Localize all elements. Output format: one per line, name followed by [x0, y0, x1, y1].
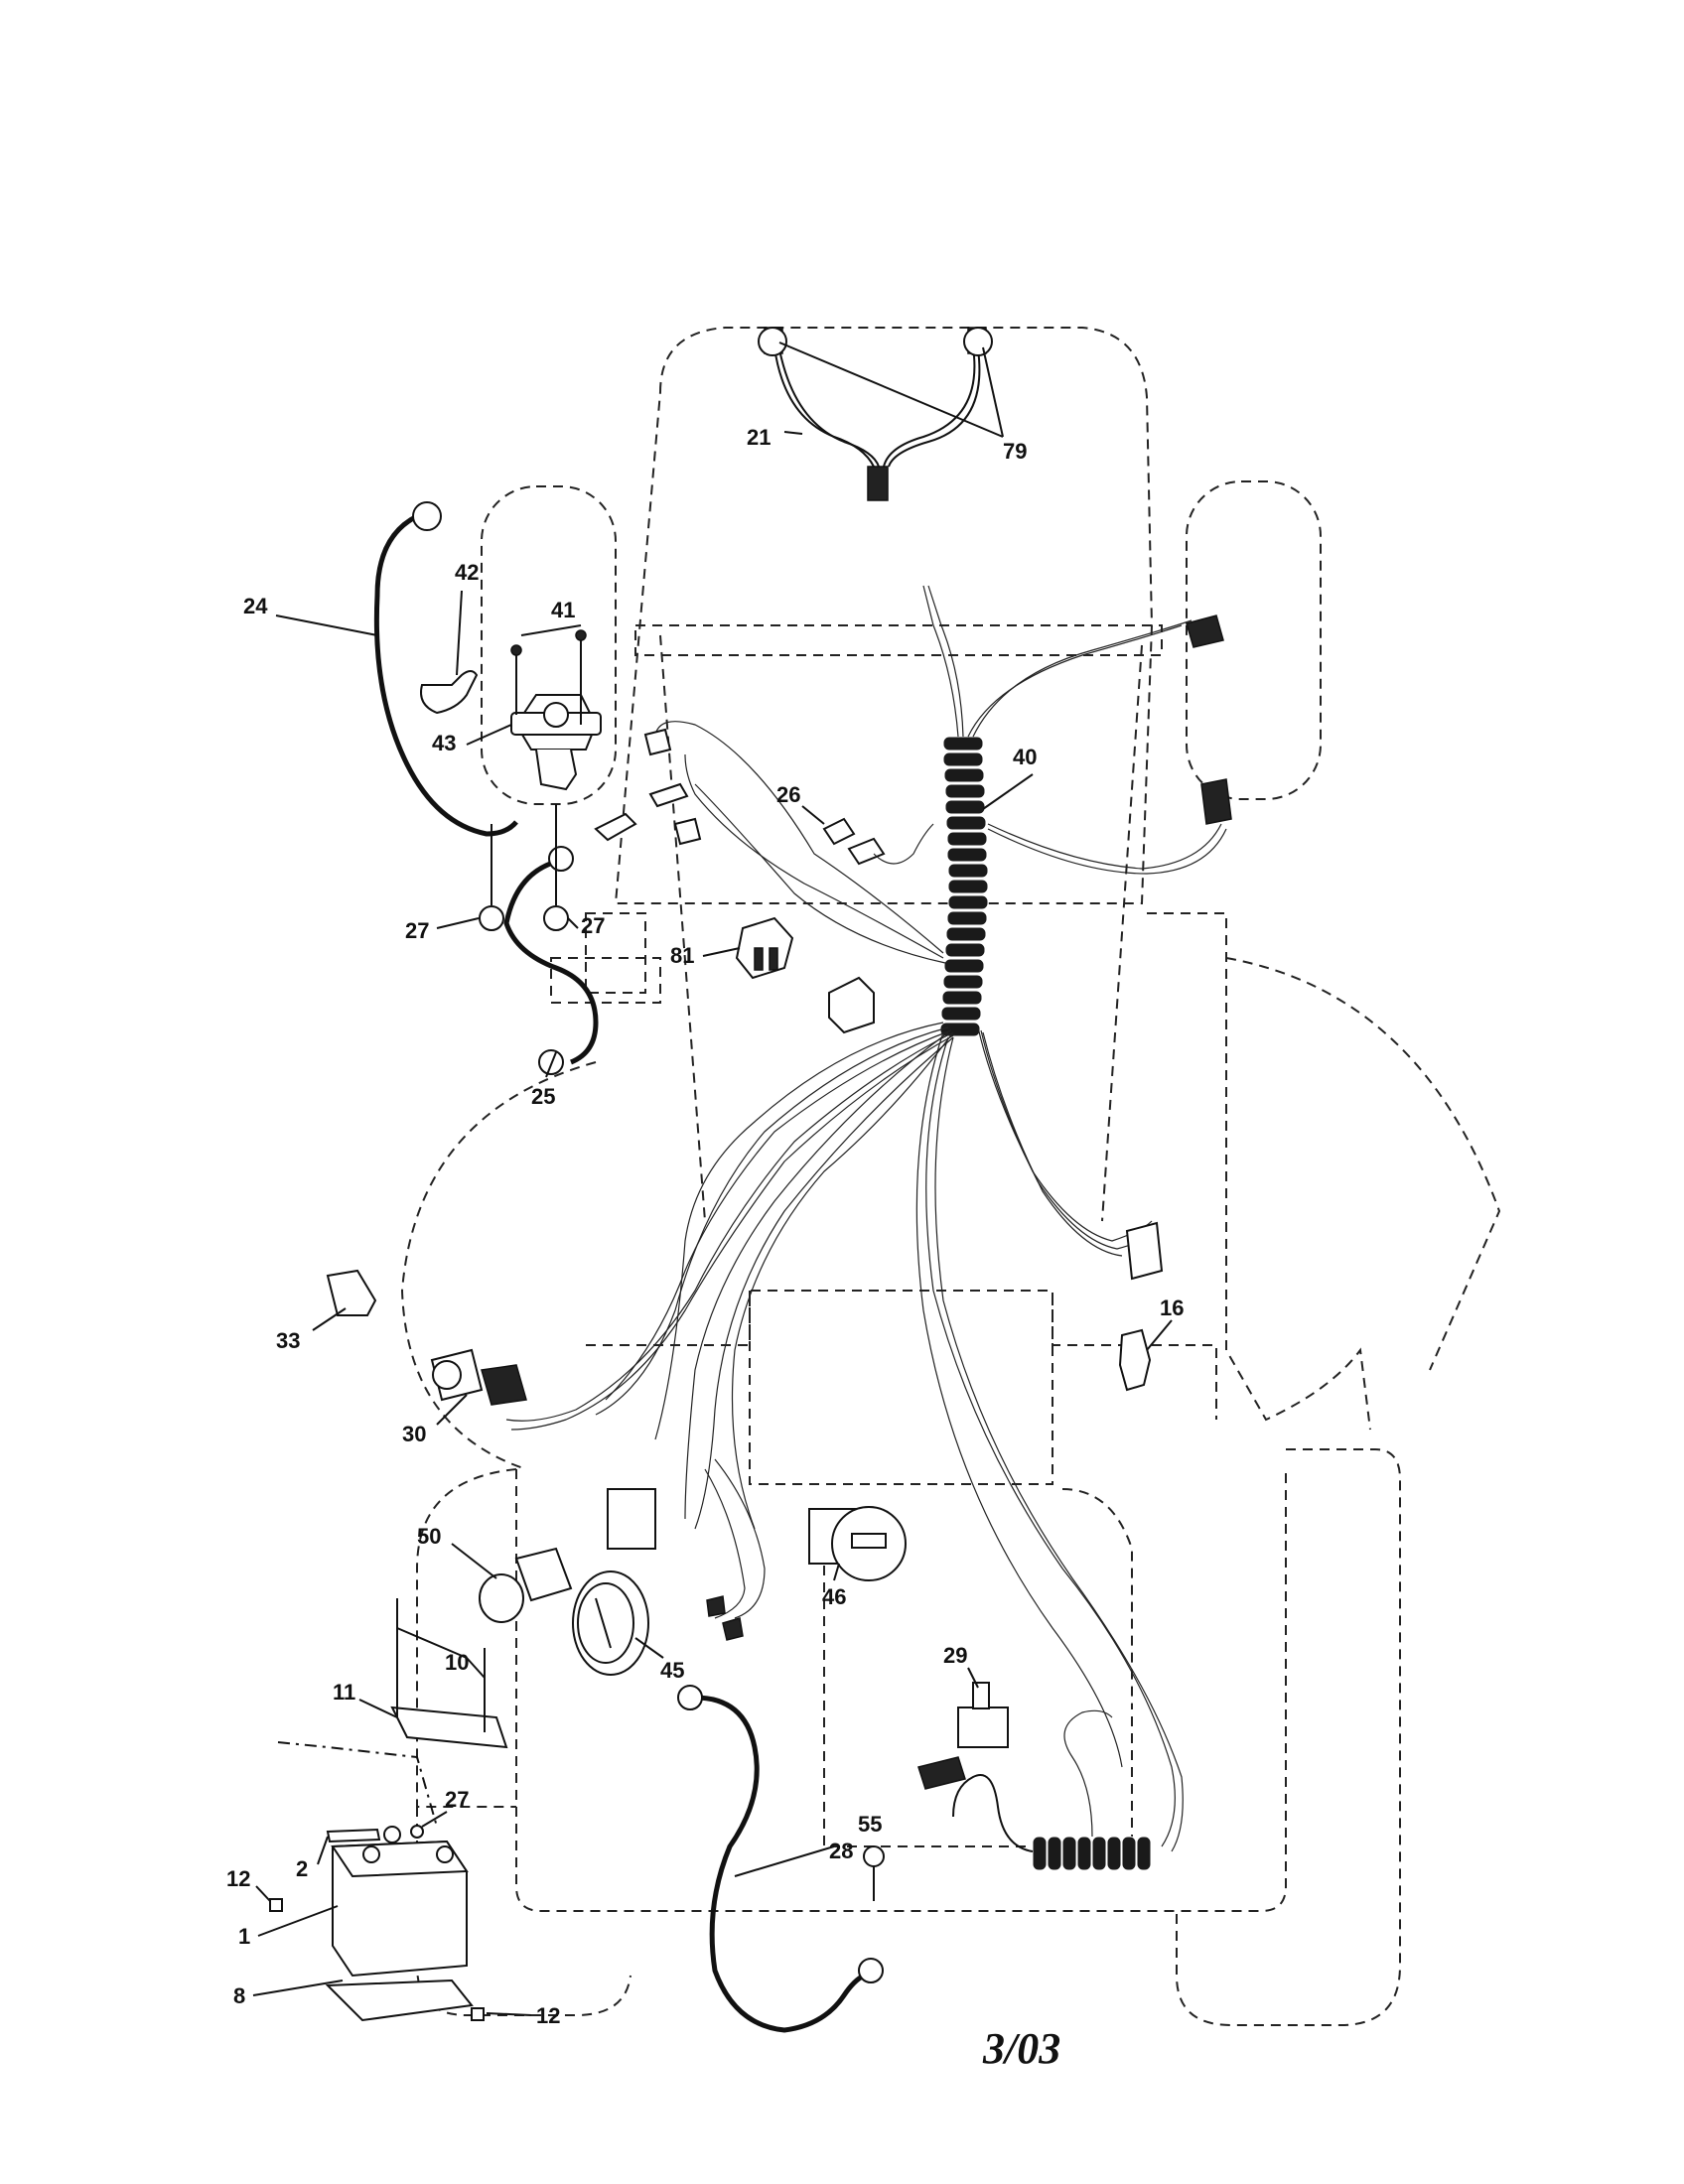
callout-27-battery: 27 [445, 1787, 469, 1812]
callout-24: 24 [243, 594, 268, 618]
callout-26: 26 [776, 782, 800, 807]
starter-cable-25 [503, 859, 599, 1065]
callout-29: 29 [943, 1643, 967, 1668]
callout-leaders [252, 341, 1173, 2016]
connector-block [607, 1488, 656, 1550]
callout-30: 30 [402, 1422, 426, 1446]
harness-loom-40 [939, 736, 989, 1037]
callout-2: 2 [296, 1856, 308, 1881]
callout-1: 1 [238, 1924, 250, 1949]
connector-26 [822, 817, 934, 866]
callout-27-right: 27 [581, 913, 605, 938]
ammeter-45 [572, 1570, 649, 1676]
callout-8: 8 [233, 1983, 245, 2008]
rear-connector [917, 1756, 966, 1790]
main-harness [505, 585, 1227, 1871]
callout-21: 21 [747, 425, 771, 450]
nut-12-right [471, 2007, 485, 2021]
hold-down-11 [390, 1598, 508, 1749]
callout-55: 55 [858, 1812, 882, 1837]
nut-27-right [543, 905, 569, 931]
rear-coil-cord [1032, 1836, 1152, 1871]
nut-27-left [479, 905, 504, 931]
regulator-33 [326, 1269, 377, 1316]
callout-labels: 21 79 24 42 41 43 40 26 27 27 81 25 33 3… [226, 425, 1184, 2028]
relay-81 [735, 916, 794, 980]
battery-tray-8 [325, 1979, 474, 2022]
callout-45: 45 [660, 1658, 684, 1683]
callout-43: 43 [432, 731, 456, 755]
callout-25: 25 [531, 1084, 555, 1109]
hour-meter-46 [808, 1506, 907, 1581]
seat-switch-29 [957, 1682, 1009, 1748]
callout-11: 11 [333, 1680, 355, 1705]
callout-40: 40 [1013, 745, 1037, 769]
callout-79: 79 [1003, 439, 1027, 464]
ignition-switch-30 [430, 1348, 527, 1406]
tractor-outline [400, 327, 1501, 2026]
switch-16 [1118, 1328, 1152, 1392]
callout-81: 81 [670, 943, 694, 968]
headlight-harness [758, 327, 993, 501]
screw-55 [863, 1845, 885, 1901]
callout-28: 28 [829, 1839, 853, 1863]
headlight-connector [867, 466, 889, 501]
solenoid-43 [510, 629, 602, 791]
pto-switch-50 [479, 1547, 573, 1623]
callout-46: 46 [822, 1584, 846, 1609]
callout-50: 50 [417, 1524, 441, 1549]
nut-12-left [269, 1898, 283, 1912]
terminal-boot-42 [420, 670, 479, 715]
callout-12-right: 12 [536, 2003, 560, 2028]
battery-cable-24 [373, 513, 518, 837]
plug-connector [828, 976, 875, 1034]
callout-27-left: 27 [405, 918, 429, 943]
callout-41: 41 [551, 598, 575, 622]
callout-12-left: 12 [226, 1866, 250, 1891]
date-code: 3/03 [982, 2024, 1060, 2073]
callout-16: 16 [1160, 1296, 1184, 1320]
battery-1 [331, 1840, 469, 1978]
callout-33: 33 [276, 1328, 300, 1353]
callout-10: 10 [445, 1650, 469, 1675]
callout-42: 42 [455, 560, 479, 585]
ground-cable-28 [694, 1695, 866, 2033]
